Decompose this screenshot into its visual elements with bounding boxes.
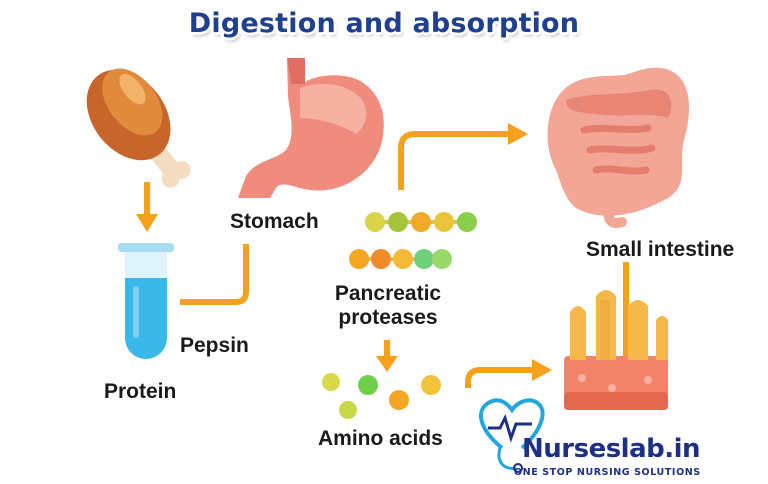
brand-name: Nurseslab.in [522, 434, 701, 464]
amino-acid-dots [322, 373, 441, 419]
arrow-to-villi [465, 359, 552, 388]
intestinal-villi-icon [564, 290, 668, 410]
connector-stomach-pepsin [180, 244, 249, 305]
arrow-to-amino-acids [376, 340, 398, 372]
test-tube-icon [118, 243, 174, 359]
arrow-chicken-to-protein [136, 182, 158, 232]
brand-tagline: ONE STOP NURSING SOLUTIONS [514, 467, 701, 478]
heart-stethoscope-logo-icon [479, 398, 545, 473]
pancreatic-proteases-label: Pancreatic proteases [318, 282, 458, 330]
protease-chain-bottom [349, 249, 452, 269]
diagram-title: Digestion and absorption [188, 8, 580, 39]
small-intestine-icon [547, 67, 690, 228]
small-intestine-label: Small intestine [586, 238, 735, 261]
protein-label: Protein [104, 380, 177, 403]
pepsin-label: Pepsin [180, 334, 249, 357]
amino-acids-label: Amino acids [318, 427, 443, 450]
arrow-to-small-intestine [398, 123, 528, 190]
protease-chain-top [365, 212, 477, 232]
stomach-icon [238, 58, 384, 198]
chicken-leg-icon [86, 68, 191, 188]
pancreatic-proteases-line-1: Pancreatic [334, 282, 442, 305]
stomach-label: Stomach [230, 210, 319, 233]
pancreatic-proteases-line-2: proteases [338, 306, 438, 329]
